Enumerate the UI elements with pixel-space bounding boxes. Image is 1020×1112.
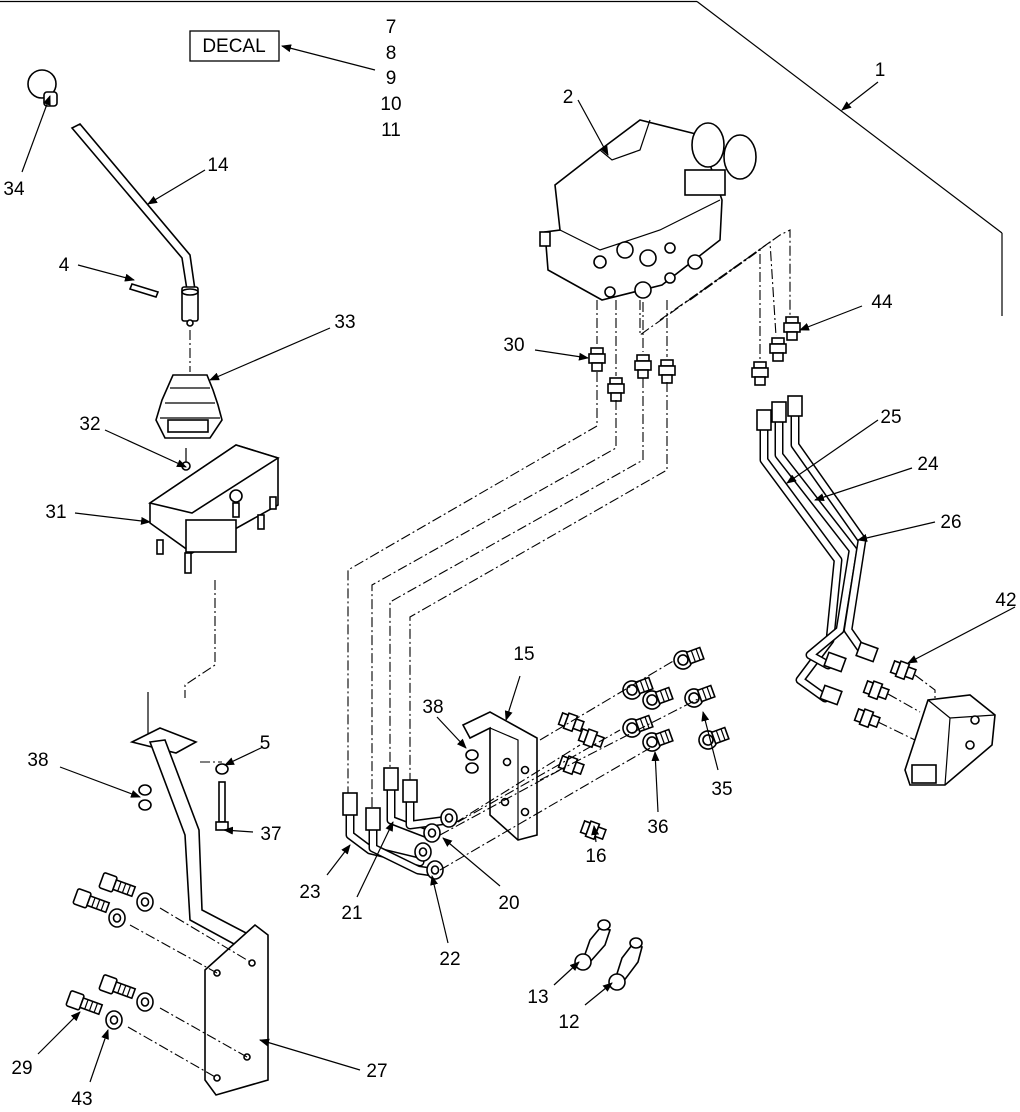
callout-37: 37 [260,824,281,845]
bolt-upper-1 [98,871,138,900]
manifold-block [904,694,996,786]
fitting-44-a [783,316,801,341]
hydraulic-tube-20 [386,773,435,840]
decal-label: DECAL [202,36,265,57]
washer-5 [215,763,229,775]
callout-25: 25 [880,407,901,428]
tube-nut-20 [383,767,399,791]
fitting-44-c [751,361,769,386]
hose-clip-12 [608,937,643,991]
decal-ref-7: 7 [386,17,397,38]
callout-2: 2 [563,87,574,108]
decal-ref-8: 8 [386,43,397,64]
bolt-lower-1 [98,973,138,1002]
callout-42: 42 [995,590,1016,611]
nut-fitting-35b [681,681,717,711]
decal-ref-10: 10 [380,94,401,115]
nut-fitting-35a [670,643,706,673]
tube-nut-22 [402,779,418,803]
decal-box: DECAL [189,30,376,71]
callout-43: 43 [71,1089,92,1110]
callout-5: 5 [260,733,271,754]
callout-21: 21 [341,903,362,924]
callout-27: 27 [366,1061,387,1082]
callout-30: 30 [503,335,524,356]
hose-clip-13 [574,919,612,971]
bolt-upper-2 [72,887,112,916]
tube-end-22a [440,808,458,828]
callout-leaders [21,81,1016,1083]
tube-end-nut-a [819,684,843,706]
callout-26: 26 [940,512,961,533]
bolt-lower-2 [65,989,105,1018]
control-valve [539,119,757,301]
fitting-right-b [862,678,891,703]
fitting-44-b [769,337,787,362]
washer-38-left [138,784,152,811]
callout-36: 36 [647,817,668,838]
callout-34: 34 [3,179,25,200]
tube-nut-25 [756,409,772,431]
fitting-right-c [853,706,882,731]
washer-38-right [465,749,479,774]
callout-32: 32 [79,414,100,435]
nut-fitting-36d [639,725,675,755]
tube-nut-23 [342,792,358,816]
washer-lower-2 [105,1010,123,1030]
tube-nut-21 [365,807,381,831]
fitting-30-c [634,354,652,379]
decal-ref-9: 9 [386,68,397,89]
bulkhead-fitting-16 [579,818,608,843]
washer-lower-1 [136,992,154,1012]
callout-38-left: 38 [27,750,48,771]
fitting-30-d [658,359,676,384]
control-lever [27,69,199,327]
pilot-control-housing [148,444,280,574]
fitting-42 [889,658,918,683]
fitting-30-b [607,377,625,402]
screw-37 [215,781,229,831]
control-stand-tube [129,692,269,1096]
callout-14: 14 [207,155,229,176]
callout-38-right: 38 [422,697,443,718]
callout-20: 20 [498,893,519,914]
callout-35: 35 [711,779,732,800]
tube-end-nut-c [855,641,879,663]
hydraulic-tube-21 [368,825,437,877]
tube-nut-24 [771,401,787,423]
callout-23: 23 [299,882,320,903]
tube-end-nut-b [823,651,847,673]
nut-fitting-35c [695,723,731,753]
callout-33: 33 [334,312,355,333]
mounting-bracket [461,711,538,841]
callout-15: 15 [513,644,534,665]
callout-4: 4 [59,255,70,276]
callout-13: 13 [527,987,548,1008]
callout-16: 16 [585,846,606,867]
washer-upper-2 [108,908,126,928]
callout-44: 44 [871,292,893,313]
fitting-30-a [588,347,606,372]
hydraulic-tube-25 [759,415,843,703]
bulkhead-fitting-1 [557,710,586,735]
hydraulic-tube-24 [774,407,858,670]
valve-assembly-bracket-line [0,0,1003,316]
callout-29: 29 [11,1058,32,1079]
tube-end-20 [423,823,441,843]
callout-labels: 1 2 34 14 4 33 32 31 30 44 25 24 26 42 1… [3,60,1016,1110]
decal-reference-list: 7 8 9 10 11 [380,17,401,141]
tube-end-21 [414,842,432,862]
roll-pin [128,283,160,298]
rubber-boot [155,374,223,439]
washer-upper-1 [136,892,154,912]
callout-1: 1 [875,60,886,81]
tube-nut-26 [787,395,803,417]
callout-12: 12 [558,1012,579,1033]
callout-24: 24 [917,454,939,475]
callout-22: 22 [439,949,460,970]
decal-ref-11: 11 [381,120,401,141]
callout-31: 31 [45,502,66,523]
